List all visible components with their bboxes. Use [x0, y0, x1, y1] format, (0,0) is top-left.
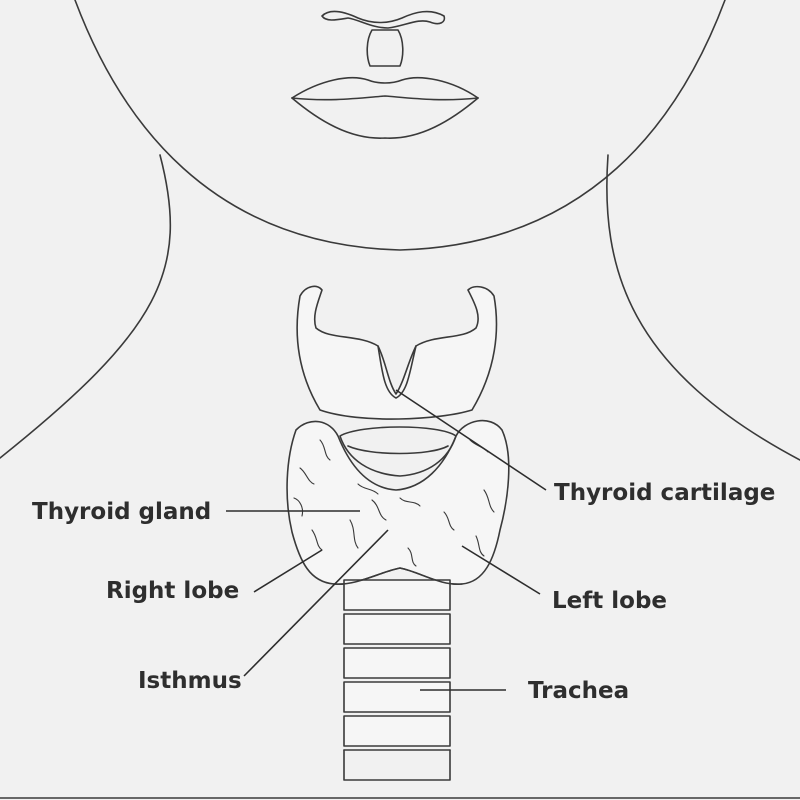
gland-vein-1	[299, 467, 315, 485]
gland-vein-10	[483, 489, 495, 513]
label-thyroid-cartilage: Thyroid cartilage	[554, 480, 775, 506]
gland-vein-13	[357, 483, 379, 495]
gland-vein-4	[311, 529, 323, 551]
leader-isthmus	[243, 529, 389, 677]
neck-shoulder-left	[0, 154, 172, 459]
label-isthmus: Isthmus	[138, 668, 242, 694]
leader-thyroid-cartilage	[395, 389, 547, 491]
gland-vein-5	[349, 519, 359, 549]
thyroid-gland-body	[286, 419, 510, 585]
label-right-lobe: Right lobe	[106, 578, 239, 604]
lips-upper	[291, 77, 479, 99]
lips-lower	[291, 97, 479, 139]
trachea-rings	[343, 579, 451, 781]
gland-vein-2	[319, 439, 331, 461]
cricoid-ring	[339, 426, 457, 477]
gland-vein-6	[371, 499, 387, 521]
gland-bottom-edge	[333, 567, 463, 585]
gland-vein-3	[293, 497, 304, 517]
nose	[321, 10, 446, 29]
cartilage-notch	[377, 345, 417, 399]
gland-vein-11	[475, 535, 485, 557]
chin-outline	[74, 0, 726, 251]
label-trachea: Trachea	[528, 678, 629, 704]
cricoid-inner	[347, 445, 449, 455]
leader-right-lobe	[253, 549, 323, 593]
thyroid-cartilage-shape	[296, 285, 498, 420]
gland-vein-12	[443, 511, 455, 531]
philtrum	[366, 29, 404, 67]
label-thyroid-gland: Thyroid gland	[32, 499, 211, 525]
neck-shoulder-right	[606, 154, 800, 461]
label-left-lobe: Left lobe	[552, 588, 667, 614]
lips-line	[291, 95, 479, 101]
gland-vein-8	[407, 547, 417, 567]
leader-left-lobe	[461, 545, 541, 595]
gland-vein-7	[399, 497, 421, 507]
